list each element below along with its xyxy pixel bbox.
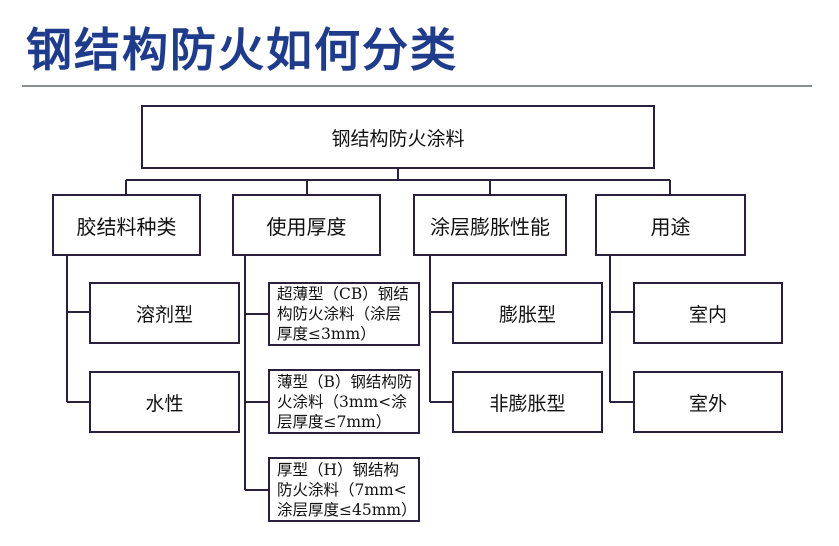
leaf-node: 溶剂型 <box>89 282 240 344</box>
leaf-text: 厚型（H）钢结构防火涂料（7mm<涂层厚度≤45mm） <box>277 460 417 519</box>
leaf-node: 膨胀型 <box>452 282 603 344</box>
leaf-text: 薄型（B）钢结构防火涂料（3mm<涂层厚度≤7mm） <box>277 372 413 431</box>
root-node: 钢结构防火涂料 <box>141 105 655 169</box>
category-node: 用途 <box>595 194 746 256</box>
category-node: 使用厚度 <box>232 194 381 256</box>
category-node: 涂层膨胀性能 <box>413 194 567 256</box>
leaf-node: 非膨胀型 <box>452 371 603 433</box>
leaf-node: 室内 <box>633 282 783 344</box>
leaf-text: 超薄型（CB）钢结构防火涂料（涂层厚度≤3mm） <box>277 285 409 343</box>
leaf-node: 水性 <box>89 371 240 433</box>
leaf-node: 厚型（H）钢结构防火涂料（7mm<涂层厚度≤45mm） <box>268 457 420 522</box>
title-divider <box>22 85 812 87</box>
category-node: 胶结料种类 <box>52 194 201 256</box>
leaf-node: 薄型（B）钢结构防火涂料（3mm<涂层厚度≤7mm） <box>268 369 420 434</box>
leaf-node: 室外 <box>633 371 783 433</box>
page-title: 钢结构防火如何分类 <box>26 23 458 77</box>
leaf-node: 超薄型（CB）钢结构防火涂料（涂层厚度≤3mm） <box>268 282 420 346</box>
